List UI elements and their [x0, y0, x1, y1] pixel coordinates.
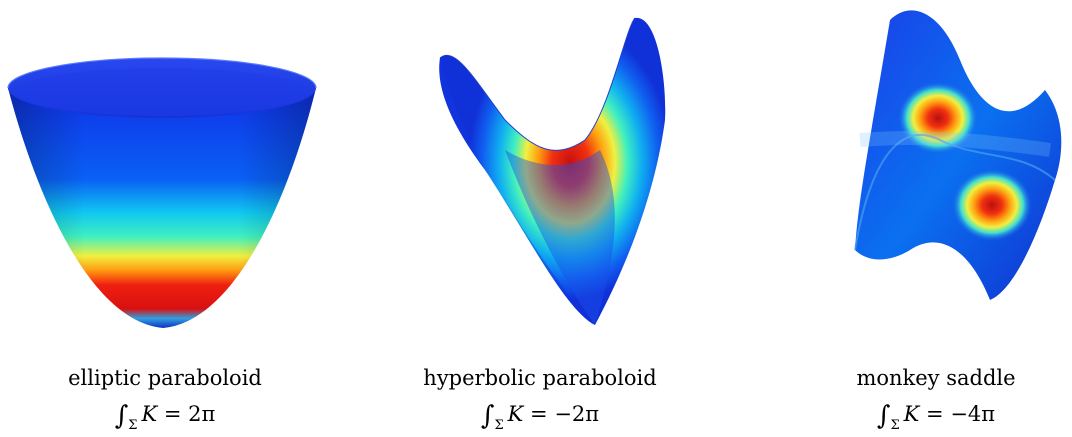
integral-subscript: Σ [494, 418, 504, 433]
total-curvature-value: 2π [188, 402, 216, 426]
monkey-saddle-surface [854, 10, 1062, 300]
curvature-symbol: K [507, 402, 524, 426]
surface-name: elliptic paraboloid [68, 366, 262, 390]
integral-subscript: Σ [128, 418, 138, 433]
total-curvature-value: −4π [950, 402, 996, 426]
equals-sign: = [530, 402, 548, 426]
surface-name: monkey saddle [856, 366, 1016, 390]
curvature-symbol: K [903, 402, 920, 426]
elliptic-paraboloid-surface [7, 57, 317, 328]
hyperbolic-paraboloid-surface [439, 17, 666, 325]
equals-sign: = [926, 402, 944, 426]
integral-symbol: ∫ [480, 401, 495, 431]
integral-symbol: ∫ [114, 401, 129, 431]
total-curvature-value: −2π [554, 402, 600, 426]
integral-subscript: Σ [890, 418, 900, 433]
curvature-symbol: K [141, 402, 158, 426]
surface-name: hyperbolic paraboloid [423, 366, 657, 390]
integral-symbol: ∫ [876, 401, 891, 431]
equals-sign: = [163, 402, 182, 426]
